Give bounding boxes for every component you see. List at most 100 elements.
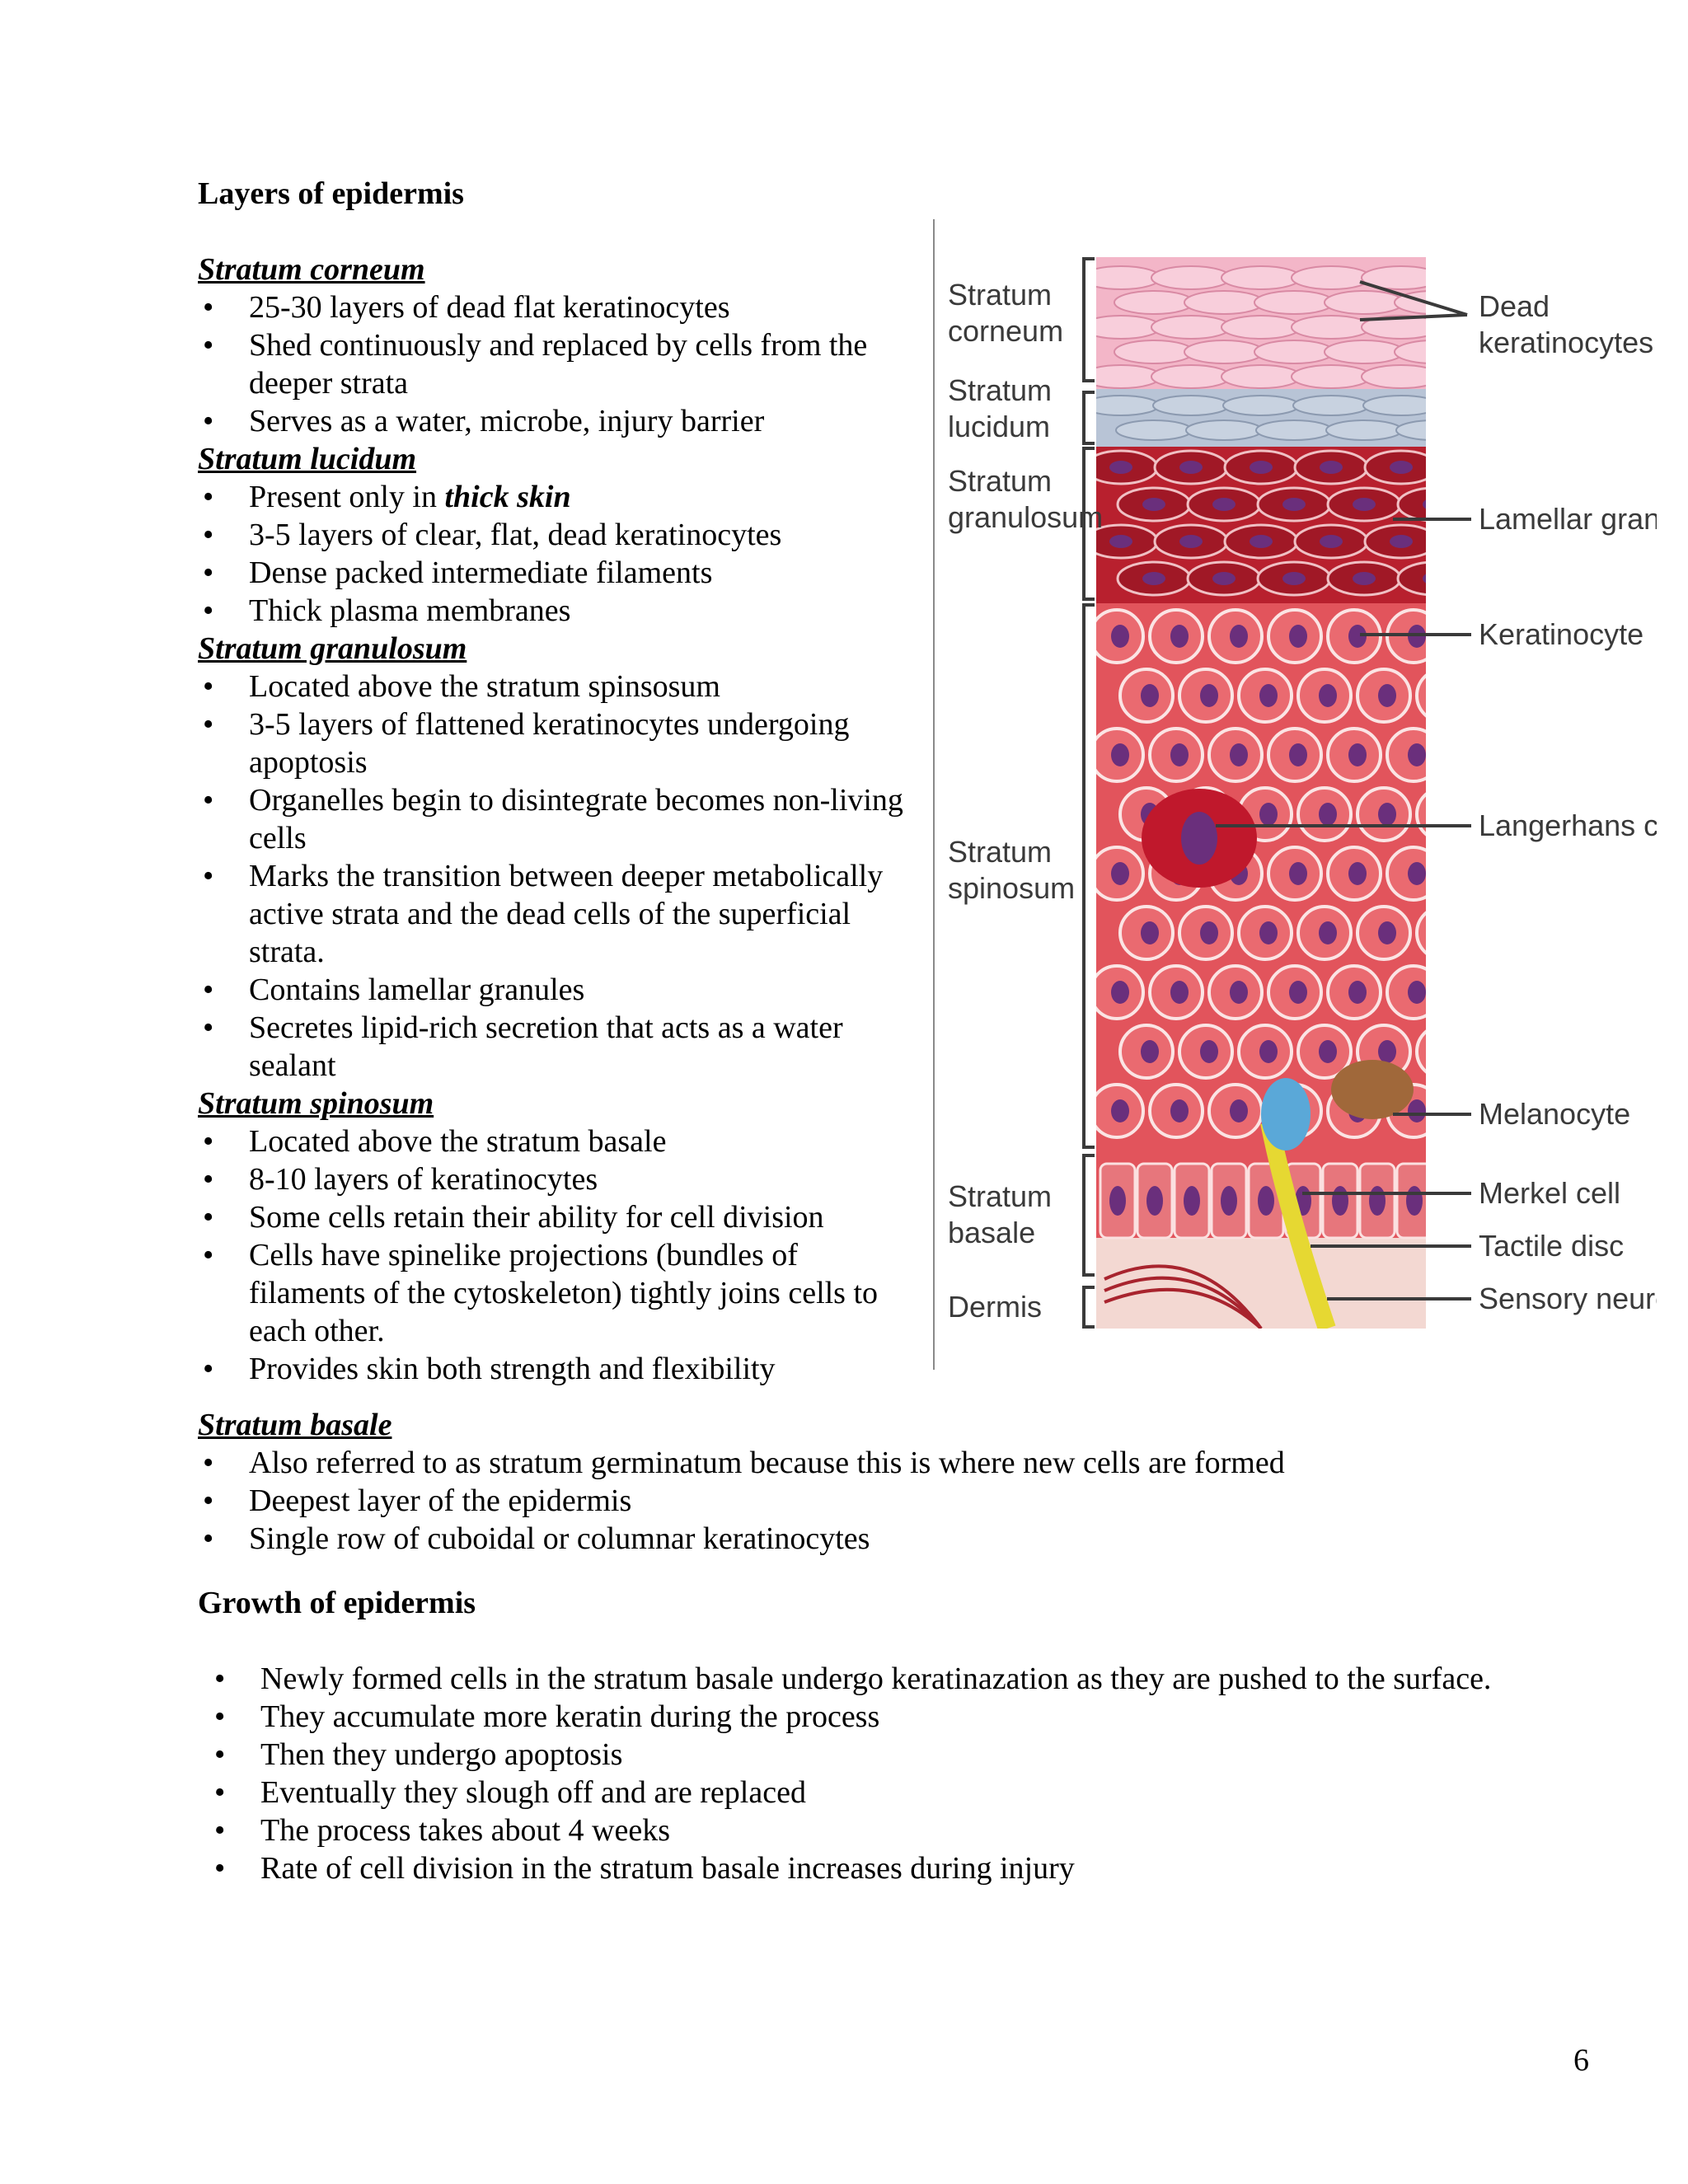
keratinocyte-nucleus — [1348, 625, 1367, 648]
list-item: •Deepest layer of the epidermis — [203, 1483, 632, 1518]
keratinocyte-nucleus — [1319, 684, 1337, 707]
granulosum-nucleus — [1179, 461, 1203, 474]
keratinocyte-nucleus — [1170, 981, 1189, 1004]
basale-nucleus — [1258, 1186, 1274, 1216]
bullet: • — [203, 859, 214, 893]
list-item: •Contains lamellar granules — [203, 972, 585, 1007]
lucidum-cell — [1325, 419, 1403, 441]
dermis-fiber — [1104, 1264, 1263, 1329]
melanocyte-shape — [1331, 1060, 1414, 1119]
granulosum-nucleus — [1212, 498, 1236, 511]
corneum-cell — [1291, 265, 1372, 290]
lucidum-cell — [1255, 419, 1333, 441]
corneum-cell — [1394, 290, 1426, 315]
lucidum-cell — [1115, 419, 1193, 441]
list-item: •Also referred to as stratum germinatum … — [203, 1446, 1285, 1480]
corneum-cell — [1151, 364, 1231, 389]
corneum-bracket — [1082, 257, 1095, 382]
list-item: •Located above the stratum spinsosum — [203, 669, 720, 704]
stratum-granulosum-title: Stratum granulosum — [198, 631, 467, 666]
basale-nucleus — [1146, 1186, 1163, 1216]
keratinocyte-nucleus — [1408, 1099, 1426, 1122]
bullet: • — [203, 1200, 214, 1235]
merkel-cell-shape — [1261, 1078, 1311, 1151]
keratinocyte-nucleus — [1437, 684, 1456, 707]
keratinocyte-label: Keratinocyte — [1479, 617, 1643, 651]
keratinocyte-nucleus — [1200, 684, 1218, 707]
bullet: • — [203, 1483, 214, 1518]
keratinocyte-nucleus — [1230, 981, 1248, 1004]
dead-label-line2: keratinocytes — [1479, 326, 1653, 359]
list-item: •Dense packed intermediate filaments — [203, 555, 713, 590]
granulosum-nucleus — [1282, 498, 1306, 511]
corneum-cell — [1096, 315, 1161, 340]
growth-heading: Growth of epidermis — [198, 1586, 476, 1620]
tactile-label: Tactile disc — [1479, 1229, 1624, 1263]
corneum-cell — [1324, 340, 1404, 364]
corneum-cell — [1221, 364, 1301, 389]
spinosum-list: •Located above the stratum basale •8-10 … — [198, 1122, 907, 1388]
keratinocyte-nucleus — [1319, 1040, 1337, 1063]
lucidum-bracket — [1082, 391, 1095, 445]
granulosum-nucleus — [1282, 572, 1306, 585]
basale-nucleus — [1369, 1186, 1386, 1216]
lucidum-cell — [1292, 395, 1370, 416]
list-item: •Cells have spinelike projections (bundl… — [203, 1238, 879, 1348]
granulosum-bracket — [1082, 447, 1095, 601]
dermis-bracket — [1082, 1286, 1095, 1329]
list-item: •25-30 layers of dead flat keratinocytes — [203, 290, 730, 325]
leader-lines — [1216, 280, 1471, 1301]
keratinocyte-nucleus — [1230, 625, 1248, 648]
corneum-cell — [1291, 315, 1372, 340]
keratinocyte-cell — [1386, 846, 1426, 902]
corneum-cell — [1361, 315, 1426, 340]
layer-brackets — [1082, 257, 1095, 1329]
blank-line — [198, 213, 907, 251]
list-item: •Serves as a water, microbe, injury barr… — [203, 404, 765, 438]
keratinocyte-nucleus — [1259, 1040, 1278, 1063]
corneum-cell — [1114, 340, 1194, 364]
thick-skin-emphasis: thick skin — [444, 480, 571, 514]
list-item: •3-5 layers of flattened keratinocytes u… — [203, 707, 850, 780]
corneum-cell — [1184, 290, 1264, 315]
bullet: • — [214, 1699, 226, 1734]
keratinocyte-nucleus — [1200, 921, 1218, 944]
granulosum-nucleus — [1390, 535, 1413, 548]
keratinocyte-nucleus — [1111, 1099, 1129, 1122]
bullet: • — [214, 1813, 226, 1848]
corneum-cell — [1324, 290, 1404, 315]
layers-text-column: Layers of epidermis Stratum corneum •25-… — [198, 175, 907, 1388]
granulosum-nucleus — [1142, 572, 1165, 585]
keratinocyte-nucleus — [1289, 981, 1307, 1004]
list-item: •Rate of cell division in the stratum ba… — [214, 1851, 1075, 1886]
keratinocyte-nucleus — [1259, 684, 1278, 707]
basale-label-line1: Stratum — [948, 1179, 1052, 1213]
stratum-lucidum-title: Stratum lucidum — [198, 442, 417, 476]
bullet: • — [203, 328, 214, 363]
granulosum-nucleus — [1250, 535, 1273, 548]
keratinocyte-nucleus — [1408, 743, 1426, 766]
granulosum-cell — [1396, 561, 1426, 596]
dead-label-line1: Dead — [1479, 289, 1550, 323]
bullet: • — [214, 1661, 226, 1696]
bullet: • — [203, 518, 214, 552]
corneum-cell — [1394, 340, 1426, 364]
keratinocyte-nucleus — [1437, 921, 1456, 944]
bullet: • — [203, 1124, 214, 1159]
keratinocyte-nucleus — [1200, 1040, 1218, 1063]
keratinocyte-nucleus — [1348, 862, 1367, 885]
keratinocyte-nucleus — [1230, 743, 1248, 766]
bullet: • — [203, 783, 214, 818]
corneum-cell — [1096, 364, 1161, 389]
granulosum-nucleus — [1142, 498, 1165, 511]
spinosum-label-line1: Stratum — [948, 835, 1052, 869]
keratinocyte-nucleus — [1111, 743, 1129, 766]
growth-list: •Newly formed cells in the stratum basal… — [198, 1660, 1615, 1887]
